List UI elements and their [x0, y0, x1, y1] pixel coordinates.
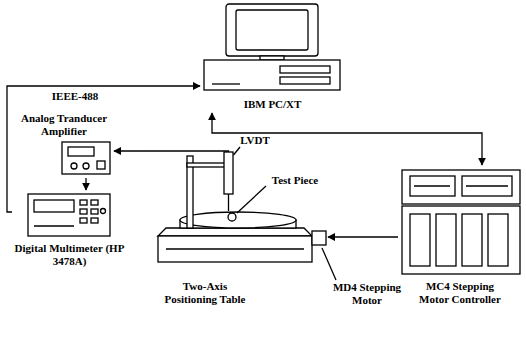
multimeter-drawing — [28, 194, 110, 236]
leader-line — [322, 248, 336, 280]
part-label: MD4 Stepping Motor — [328, 281, 406, 307]
node-label: MC4 Stepping Motor Controller — [414, 280, 506, 306]
leader-line — [237, 186, 266, 213]
stepping-motor — [312, 231, 326, 245]
part-label: LVDT — [238, 134, 272, 147]
computer: IBM PC/XT — [200, 0, 345, 113]
positioning-table-drawing — [150, 147, 336, 280]
signal-connector — [328, 236, 398, 237]
signal-connector — [114, 150, 150, 151]
motor-controller: MC4 Stepping Motor Controller — [398, 165, 522, 308]
controller-drawing — [402, 170, 520, 274]
multimeter: Digital Multimeter (HP 3478A) — [12, 190, 127, 270]
amplifier-drawing — [62, 142, 110, 174]
part-label: Test Piece — [266, 174, 324, 187]
amplifier: Analog Tranducer Amplifier — [14, 112, 114, 178]
node-label: Analog Tranducer Amplifier — [14, 112, 114, 138]
signal-connector — [212, 113, 482, 165]
positioning-table: Two-Axis Positioning Table — [150, 140, 328, 308]
node-label: IBM PC/XT — [200, 98, 345, 111]
signal-connector — [7, 86, 200, 212]
node-label: Two-Axis Positioning Table — [156, 280, 254, 306]
node-label: Digital Multimeter (HP 3478A) — [12, 242, 127, 268]
leader-line — [234, 147, 241, 155]
signal-connector — [85, 178, 86, 190]
bus-label: IEEE-488 — [40, 90, 110, 103]
computer-drawing — [204, 4, 340, 90]
